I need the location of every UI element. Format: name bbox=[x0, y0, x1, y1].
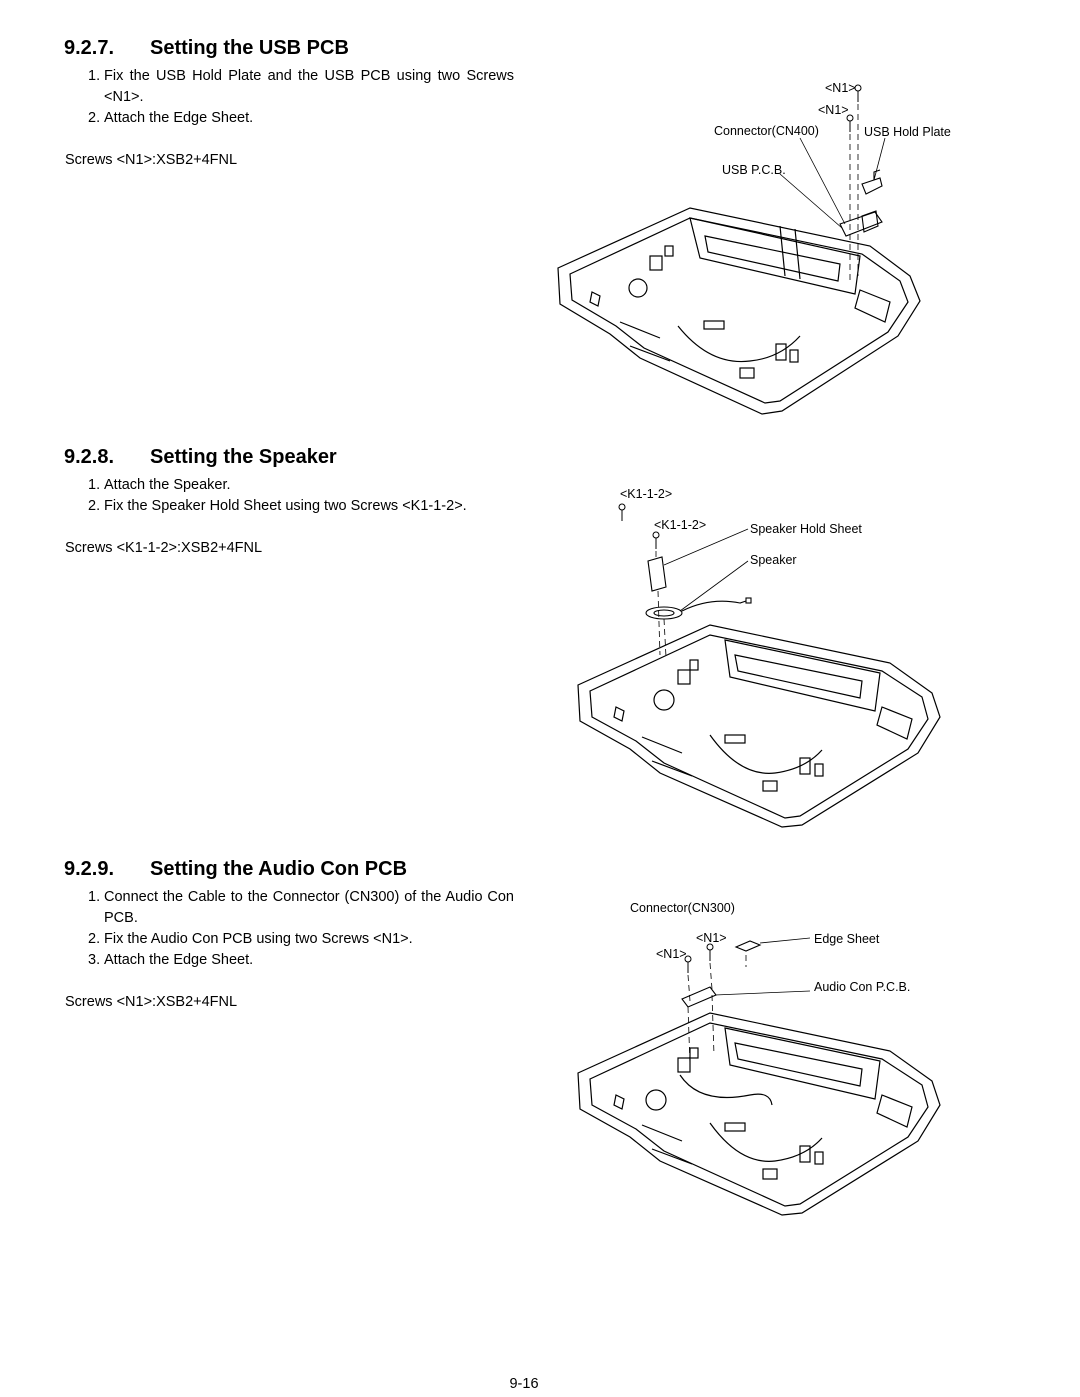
speaker-hold-sheet-icon bbox=[647, 556, 667, 592]
screw-icon bbox=[846, 84, 862, 132]
section-audio-con-pcb: 9.2.9. Setting the Audio Con PCB 1.Connec… bbox=[64, 857, 514, 1013]
page-number: 9-16 bbox=[509, 1376, 539, 1392]
step-item: 1.Connect the Cable to the Connector (CN… bbox=[64, 887, 514, 929]
section-title: Setting the USB PCB bbox=[150, 37, 349, 59]
chassis-drawing bbox=[557, 207, 921, 415]
section-usb-pcb: 9.2.7. Setting the USB PCB 1.Fix the USB … bbox=[64, 36, 514, 171]
section-heading: 9.2.8. Setting the Speaker bbox=[64, 445, 514, 469]
step-item: 1.Fix the USB Hold Plate and the USB PCB… bbox=[64, 66, 514, 108]
step-list: 1.Connect the Cable to the Connector (CN… bbox=[64, 887, 514, 971]
step-item: 1.Attach the Speaker. bbox=[64, 475, 514, 496]
n1-second-label: <N1> bbox=[818, 103, 849, 117]
leader-lines bbox=[663, 528, 749, 612]
edge-sheet-label: Edge Sheet bbox=[814, 932, 880, 946]
assembly-guide-lines bbox=[655, 551, 667, 658]
assembly-guide-lines bbox=[849, 104, 859, 281]
audio-con-pcb-part-icon bbox=[681, 986, 717, 1008]
step-text: Fix the Speaker Hold Sheet using two Scr… bbox=[104, 498, 467, 514]
step-text: Fix the Audio Con PCB using two Screws <… bbox=[104, 931, 413, 947]
section-number: 9.2.9. bbox=[64, 858, 115, 880]
screws-spec: Screws <N1>:XSB2+4FNL bbox=[65, 152, 238, 168]
n1-right-label: <N1> bbox=[696, 931, 727, 945]
section-number: 9.2.8. bbox=[64, 446, 115, 468]
step-text: Attach the Speaker. bbox=[104, 477, 231, 493]
leader-lines bbox=[779, 137, 886, 229]
step-list: 1.Attach the Speaker. 2.Fix the Speaker … bbox=[64, 475, 514, 517]
step-number: 2. bbox=[88, 110, 101, 126]
usb-pcb-label: USB P.C.B. bbox=[722, 163, 786, 177]
screws-spec: Screws <K1-1-2>:XSB2+4FNL bbox=[65, 540, 263, 556]
section-title: Setting the Audio Con PCB bbox=[150, 858, 408, 880]
leader-lines bbox=[714, 937, 811, 996]
section-heading: 9.2.9. Setting the Audio Con PCB bbox=[64, 857, 514, 881]
screw-icon bbox=[684, 943, 714, 973]
n1-left-label: <N1> bbox=[656, 947, 687, 961]
step-list: 1.Fix the USB Hold Plate and the USB PCB… bbox=[64, 66, 514, 129]
speaker-icon bbox=[645, 597, 752, 620]
usb-pcb-diagram: <N1> <N1> Connector(CN400) USB Hold Plat… bbox=[557, 81, 951, 415]
audio-con-pcb-diagram: Connector(CN300) <N1> <N1> Edge Sheet Au… bbox=[577, 901, 941, 1216]
section-heading: 9.2.7. Setting the USB PCB bbox=[64, 36, 514, 60]
step-number: 2. bbox=[88, 498, 101, 514]
connector-cn300-label: Connector(CN300) bbox=[630, 901, 735, 915]
step-number: 2. bbox=[88, 931, 101, 947]
step-number: 3. bbox=[88, 952, 101, 968]
audio-con-pcb-figure: Connector(CN300) <N1> <N1> Edge Sheet Au… bbox=[560, 895, 960, 1245]
step-number: 1. bbox=[88, 889, 101, 905]
connector-cn400-label: Connector(CN400) bbox=[714, 124, 819, 138]
step-text: Attach the Edge Sheet. bbox=[104, 952, 254, 968]
step-item: 2.Fix the Audio Con PCB using two Screws… bbox=[64, 929, 514, 950]
usb-hold-plate-label: USB Hold Plate bbox=[864, 125, 951, 139]
chassis-drawing bbox=[577, 624, 941, 828]
screws-spec: Screws <N1>:XSB2+4FNL bbox=[65, 994, 238, 1010]
edge-sheet-part-icon bbox=[734, 940, 762, 952]
audio-con-pcb-label: Audio Con P.C.B. bbox=[814, 980, 910, 994]
usb-hold-plate-icon bbox=[861, 169, 883, 195]
speaker-label: Speaker bbox=[750, 553, 797, 567]
step-text: Connect the Cable to the Connector (CN30… bbox=[104, 889, 514, 926]
usb-pcb-figure: <N1> <N1> Connector(CN400) USB Hold Plat… bbox=[540, 76, 980, 421]
step-number: 1. bbox=[88, 477, 101, 493]
k1-top-label: <K1-1-2> bbox=[620, 487, 672, 501]
n1-top-label: <N1> bbox=[825, 81, 856, 95]
speaker-figure: <K1-1-2> <K1-1-2> Speaker Hold Sheet Spe… bbox=[560, 485, 960, 835]
step-item: 2.Attach the Edge Sheet. bbox=[64, 108, 514, 129]
step-item: 3.Attach the Edge Sheet. bbox=[64, 950, 514, 971]
step-text: Attach the Edge Sheet. bbox=[104, 110, 254, 126]
screw-icon bbox=[618, 503, 660, 549]
step-text: Fix the USB Hold Plate and the USB PCB u… bbox=[104, 68, 514, 105]
k1-second-label: <K1-1-2> bbox=[654, 518, 706, 532]
assembly-guide-lines bbox=[687, 955, 747, 1066]
section-title: Setting the Speaker bbox=[150, 446, 337, 468]
speaker-diagram: <K1-1-2> <K1-1-2> Speaker Hold Sheet Spe… bbox=[577, 487, 941, 828]
section-speaker: 9.2.8. Setting the Speaker 1.Attach the S… bbox=[64, 445, 514, 559]
usb-pcb-part-icon bbox=[839, 210, 883, 237]
step-item: 2.Fix the Speaker Hold Sheet using two S… bbox=[64, 496, 514, 517]
speaker-hold-sheet-label: Speaker Hold Sheet bbox=[750, 522, 862, 536]
chassis-drawing bbox=[577, 1012, 941, 1216]
section-number: 9.2.7. bbox=[64, 37, 115, 59]
step-number: 1. bbox=[88, 68, 101, 84]
